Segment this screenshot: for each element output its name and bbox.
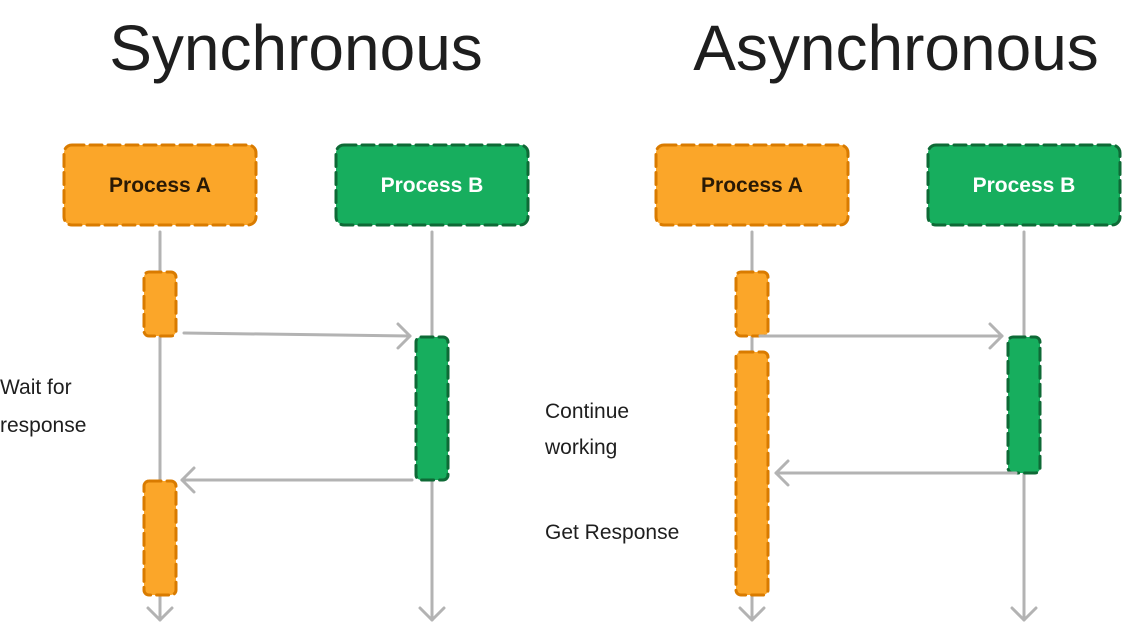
async-process-a-box: Process A [654, 143, 850, 227]
async-process-b-rect [926, 143, 1122, 227]
sync-activation-a-2 [142, 479, 178, 597]
sync-activation-b [414, 335, 450, 482]
async-note-continue-line-2: working [544, 436, 617, 459]
sync-activation-a-1 [142, 270, 178, 338]
async-lifeline-b-arrow-icon [1010, 606, 1038, 622]
sync-title: Synchronous [109, 12, 483, 84]
sync-response-arrowhead-icon [180, 466, 196, 494]
sync-lifeline-a-arrow-icon [146, 606, 174, 622]
sync-process-a-box: Process A [62, 143, 258, 227]
sync-process-b-rect [334, 143, 530, 227]
async-process-a-label: Process A [701, 174, 803, 197]
async-activation-b [1006, 335, 1042, 475]
sync-note-line-2: response [0, 414, 86, 437]
sync-lifeline-b-arrow-icon [418, 606, 446, 622]
sync-process-a-rect [62, 143, 258, 227]
sync-process-a-label: Process A [109, 174, 211, 197]
sync-process-b-box: Process B [334, 143, 530, 227]
async-request-arrowhead-icon [988, 322, 1004, 350]
async-panel: Asynchronous Process A Process B Continu… [544, 12, 1122, 622]
async-activation-a-2 [734, 350, 770, 597]
async-lifeline-a-arrow-icon [738, 606, 766, 622]
async-note-continue-line-1: Continue [545, 400, 629, 423]
sync-request-arrow [182, 331, 412, 338]
async-process-b-box: Process B [926, 143, 1122, 227]
sync-panel: Synchronous Process A Process B Wait for… [0, 12, 530, 622]
sync-process-b-label: Process B [381, 174, 484, 197]
sync-note-line-1: Wait for [0, 376, 72, 399]
async-title: Asynchronous [693, 12, 1099, 84]
async-process-a-rect [654, 143, 850, 227]
async-note-response: Get Response [545, 521, 679, 544]
async-response-arrowhead-icon [774, 459, 790, 487]
sync-request-arrowhead-icon [396, 322, 412, 350]
async-activation-a-1 [734, 270, 770, 338]
async-process-b-label: Process B [973, 174, 1076, 197]
